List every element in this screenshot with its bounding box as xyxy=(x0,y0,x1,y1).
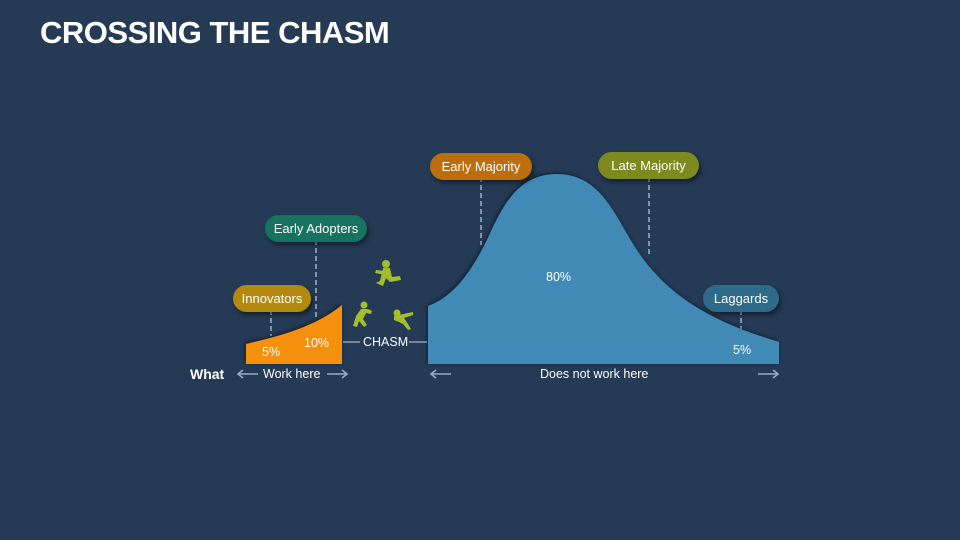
early-adopters-label: Early Adopters xyxy=(265,215,367,242)
what-label: What xyxy=(190,366,225,382)
reaching-person-icon xyxy=(353,301,372,327)
early-market-curve xyxy=(246,305,342,364)
arrow-right-icon xyxy=(758,369,780,379)
arrow-left-icon xyxy=(429,369,451,379)
mainstream-market-curve xyxy=(428,174,779,364)
laggards-label: Laggards xyxy=(703,285,779,312)
work-here-label: Work here xyxy=(263,367,321,381)
arrow-left-icon xyxy=(236,369,258,379)
chasm-label: CHASM xyxy=(363,335,409,349)
mainstream-value: 80% xyxy=(546,270,572,284)
innovators-label: Innovators xyxy=(233,285,311,312)
early-majority-label: Early Majority xyxy=(430,153,532,180)
laggards-value: 5% xyxy=(733,343,752,357)
jumping-person-icon xyxy=(375,260,401,286)
dashed-connectors xyxy=(270,177,742,336)
does-not-work-here-label: Does not work here xyxy=(540,367,649,381)
falling-person-icon xyxy=(393,309,413,330)
innovators-value: 5% xyxy=(262,345,281,359)
early-adopters-value: 10% xyxy=(304,336,330,350)
late-majority-label: Late Majority xyxy=(598,152,699,179)
arrow-right-icon xyxy=(327,369,349,379)
page-title: CROSSING THE CHASM xyxy=(40,15,390,50)
